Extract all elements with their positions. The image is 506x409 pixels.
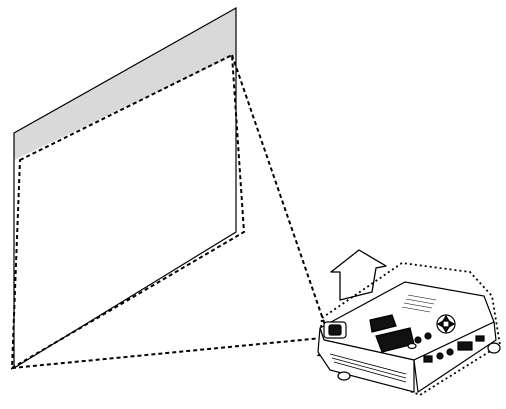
projector-front xyxy=(317,327,415,393)
beam-line-top xyxy=(231,54,327,329)
lens-housing xyxy=(369,314,397,333)
front-vents xyxy=(329,353,407,383)
foot-side xyxy=(487,342,501,354)
screen-outline xyxy=(13,6,237,370)
vent-grille xyxy=(401,294,437,313)
projector xyxy=(317,262,501,397)
control-pad xyxy=(407,314,456,350)
up-arrow-icon xyxy=(330,249,387,301)
screen-top-band xyxy=(14,8,236,160)
projected-image-quad xyxy=(10,53,246,370)
dotted-projection-outline xyxy=(10,53,327,370)
beam-line-bottom xyxy=(11,337,323,369)
projection-screen xyxy=(13,6,237,370)
connector-panel xyxy=(423,335,485,363)
foot-front xyxy=(337,371,351,381)
